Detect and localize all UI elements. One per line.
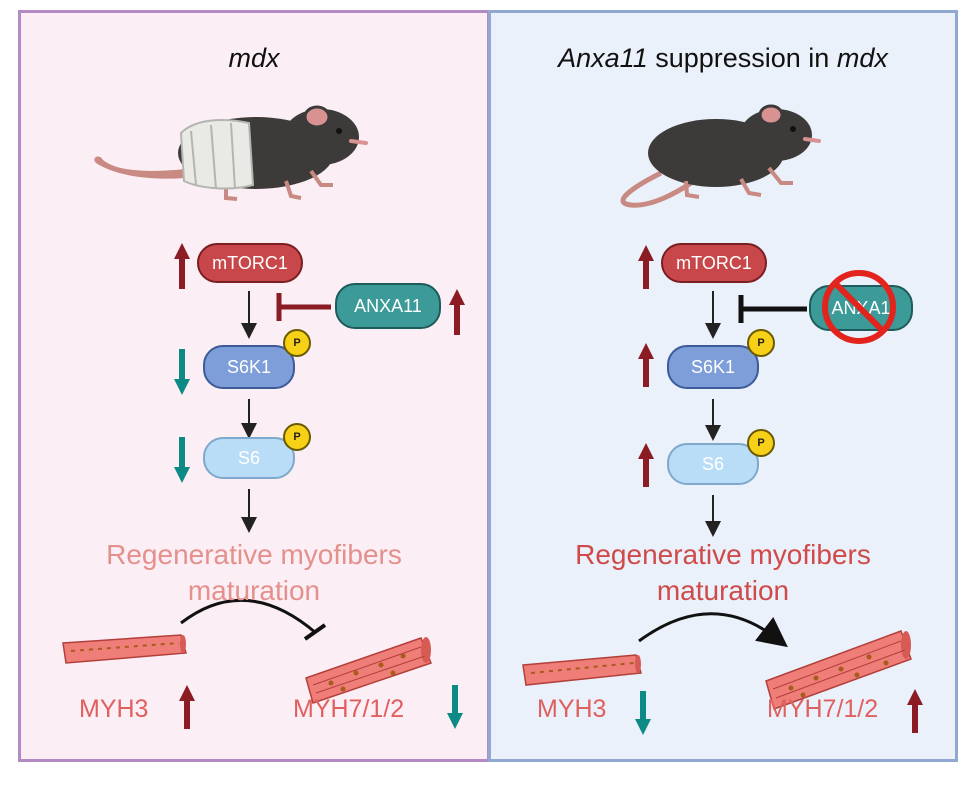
anxa11-node: ANXA11 [335, 283, 441, 329]
inhibit-arrow-icon [276, 293, 331, 321]
promote-arrow [638, 612, 788, 648]
left-panel-title: mdx [228, 43, 280, 73]
up-arrow-icon [638, 443, 654, 487]
left-panel-mdx: mdx [18, 10, 490, 762]
outcome-line-2: maturation [656, 575, 790, 606]
up-arrow-icon [638, 343, 654, 387]
phospho-badge: P [747, 429, 775, 457]
mouse-icon [94, 105, 368, 201]
prohibited-icon [822, 270, 896, 344]
phospho-badge: P [747, 329, 775, 357]
outcome-line-1: Regenerative myofibers [575, 539, 871, 570]
s6k1-node: S6K1 [203, 345, 295, 389]
bandage-icon [179, 119, 255, 190]
muscle-fiber-icon [305, 637, 432, 704]
muscle-fiber-icon [765, 630, 912, 710]
outcome-line-1: Regenerative myofibers [106, 539, 402, 570]
right-pathway-arrows [522, 245, 923, 735]
s6-node: S6 [667, 443, 759, 485]
mouse-icon [620, 104, 821, 208]
inhibit-arrow-icon [180, 598, 327, 641]
down-arrow-icon [635, 691, 651, 735]
mtorc1-node: mTORC1 [197, 243, 303, 283]
phospho-badge: P [283, 329, 311, 357]
up-arrow-icon [907, 689, 923, 733]
up-arrow-icon [179, 685, 195, 729]
myh7-label: MYH7/1/2 [293, 695, 405, 723]
down-arrow-icon [447, 685, 463, 729]
phospho-badge: P [283, 423, 311, 451]
mtorc1-node: mTORC1 [661, 243, 767, 283]
myh7-label: MYH7/1/2 [767, 695, 879, 723]
right-panel-anxa11-suppression: Anxa11 suppression in mdx [488, 10, 958, 762]
myh3-label: MYH3 [537, 695, 607, 723]
s6-node: S6 [203, 437, 295, 479]
up-arrow-icon [638, 245, 654, 289]
s6k1-node: S6K1 [667, 345, 759, 389]
myh3-label: MYH3 [79, 695, 149, 723]
outcome-line-2: maturation [187, 575, 321, 606]
up-arrow-icon [449, 289, 465, 335]
inhibit-arrow-icon [738, 295, 807, 323]
left-pathway-arrows [62, 243, 465, 729]
muscle-fiber-icon [62, 634, 187, 664]
down-arrow-icon [174, 349, 190, 395]
down-arrow-icon [174, 437, 190, 483]
up-arrow-icon [174, 243, 190, 289]
right-panel-title: Anxa11 suppression in mdx [558, 43, 888, 73]
muscle-fiber-icon [522, 654, 642, 686]
